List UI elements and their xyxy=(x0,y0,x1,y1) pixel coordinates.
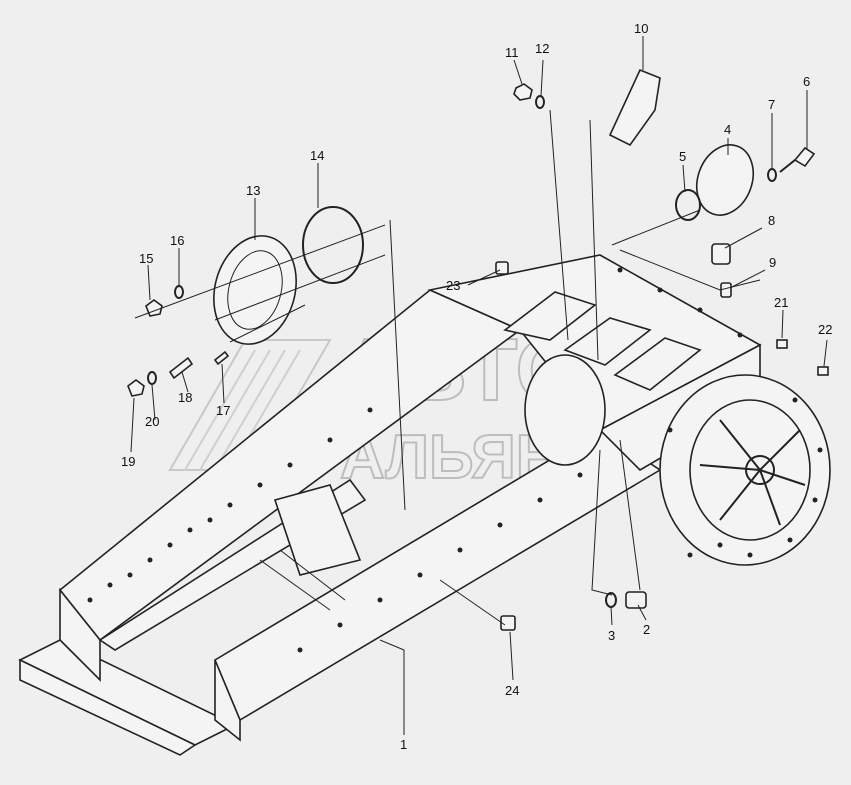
callout-23: 23 xyxy=(446,278,460,293)
callout-3: 3 xyxy=(608,628,615,643)
callout-7: 7 xyxy=(768,97,775,112)
part-24-plug xyxy=(500,615,516,631)
part-17-dowel xyxy=(213,350,230,366)
part-19-nut xyxy=(127,379,145,397)
callout-13: 13 xyxy=(246,183,260,198)
callout-1: 1 xyxy=(400,737,407,752)
part-14-o-ring xyxy=(302,206,364,284)
callout-17: 17 xyxy=(216,403,230,418)
part-2-plug xyxy=(625,591,647,609)
part-4-cover-plate xyxy=(695,144,755,216)
callout-10: 10 xyxy=(634,21,648,36)
part-15-bolt xyxy=(145,299,163,317)
part-18-stud xyxy=(168,356,194,380)
callout-15: 15 xyxy=(139,251,153,266)
part-9-fitting xyxy=(720,282,732,298)
callout-4: 4 xyxy=(724,122,731,137)
callout-12: 12 xyxy=(535,41,549,56)
part-11-nut xyxy=(513,83,533,101)
callout-2: 2 xyxy=(643,622,650,637)
part-23-plug xyxy=(495,261,509,275)
callout-16: 16 xyxy=(170,233,184,248)
part-22-plug xyxy=(817,366,829,376)
part-6-bolt xyxy=(779,146,816,173)
final-drive-housing xyxy=(659,374,831,566)
callout-11: 11 xyxy=(505,45,519,60)
callout-24: 24 xyxy=(505,683,519,698)
callouts: 1 2 3 4 5 6 7 8 9 10 11 12 13 14 15 16 1… xyxy=(121,21,832,752)
part-7-washer xyxy=(767,168,777,182)
callout-5: 5 xyxy=(679,149,686,164)
main-frame xyxy=(18,254,831,756)
part-21-pin xyxy=(776,339,788,349)
part-20-washer xyxy=(147,371,157,385)
frame-bolt-holes xyxy=(87,267,823,653)
part-16-washer xyxy=(174,285,184,299)
callout-20: 20 xyxy=(145,414,159,429)
callout-14: 14 xyxy=(310,148,324,163)
callout-18: 18 xyxy=(178,390,192,405)
part-5-o-ring xyxy=(675,189,701,221)
part-12-washer xyxy=(535,95,545,109)
callout-6: 6 xyxy=(803,74,810,89)
part-8-fitting xyxy=(711,243,731,265)
part-13-gasket xyxy=(213,235,297,345)
leader-lines xyxy=(130,36,828,735)
callout-19: 19 xyxy=(121,454,135,469)
callout-9: 9 xyxy=(769,255,776,270)
part-10-cover xyxy=(608,68,661,147)
callout-22: 22 xyxy=(818,322,832,337)
callout-21: 21 xyxy=(774,295,788,310)
callout-8: 8 xyxy=(768,213,775,228)
